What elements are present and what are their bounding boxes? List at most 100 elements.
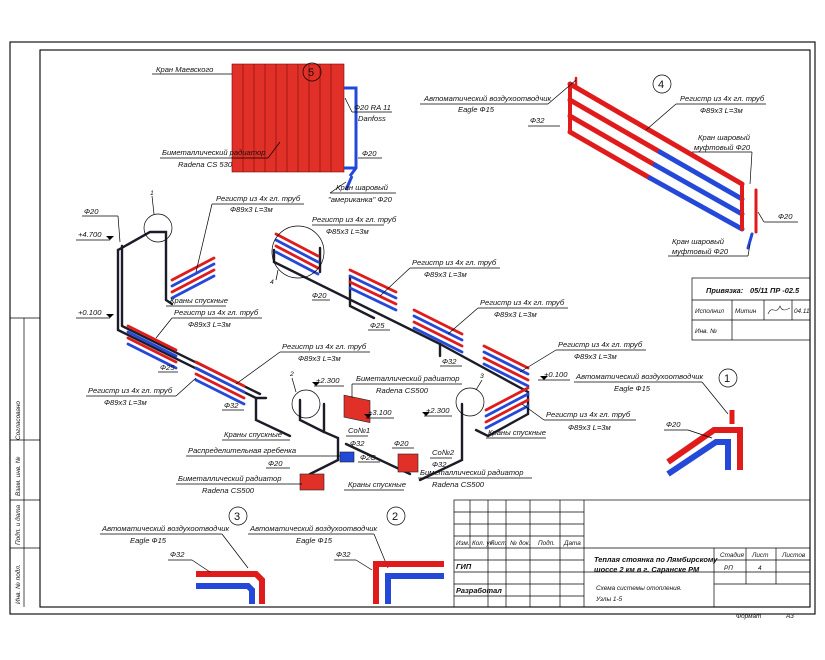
label-krany-c: Краны спускные xyxy=(488,428,546,437)
node-5-radiator: 5 Кран Маевского Ф20 RA 11 Danfoss Ф20 Б… xyxy=(152,62,396,204)
stamp-soglasovano: Согласовано xyxy=(15,401,22,440)
label-registr-e: Регистр из 4х гл. труб xyxy=(558,340,643,349)
label-f25-b: Ф25 xyxy=(160,363,175,372)
tb-project-line1: Теплая стоянка по Лямбирскому xyxy=(594,555,718,564)
label-f20-ra: Ф20 RA 11 xyxy=(354,103,391,112)
label-f25-a: Ф25 xyxy=(370,321,385,330)
tb-col-data: Дата xyxy=(563,540,581,547)
tb-listov-header: Листов xyxy=(781,552,806,559)
callout-1-number: 1 xyxy=(150,190,154,197)
label-radena-b: Radena CS500 xyxy=(202,486,255,495)
callout-circle-3 xyxy=(455,387,485,417)
elev-2300-b: +2.300 xyxy=(426,406,450,415)
binding-inv: Инв. № xyxy=(695,328,717,335)
label-f20-4: Ф20 xyxy=(778,212,793,221)
label-f32-node3: Ф32 xyxy=(170,550,185,559)
label-f32-node2: Ф32 xyxy=(336,550,351,559)
radiator-5 xyxy=(231,63,358,191)
callout-circle-4 xyxy=(271,225,325,279)
label-f89-i: Ф89х3 L=3м xyxy=(568,423,611,432)
tb-gip: ГИП xyxy=(456,562,472,571)
callout-2-number: 2 xyxy=(289,371,294,378)
label-f89-f: Ф89х3 L=3м xyxy=(188,320,231,329)
tb-col-ndok: № док. xyxy=(510,539,531,547)
stamp-podp-data: Подп. и дата xyxy=(14,505,22,545)
side-stamps: Согласовано Взам. инв. № Подп. и дата Ин… xyxy=(14,401,22,604)
tb-razrabotal: Разработал xyxy=(456,586,502,595)
label-kran-sharovoy-5: Кран шаровый xyxy=(336,183,389,192)
tb-project-line2: шоссе 2 км в г. Саранске РМ xyxy=(594,565,700,574)
label-f89-h: Ф89х3 L=3м xyxy=(104,398,147,407)
label-eagle-2: Eagle Ф15 xyxy=(296,536,333,545)
label-f89-g: Ф89х3 L=3м xyxy=(298,354,341,363)
label-registr-4: Регистр из 4х гл. труб xyxy=(680,94,765,103)
binding-role: Исполнил xyxy=(695,308,724,315)
node-1-number: 1 xyxy=(724,373,730,385)
label-eagle-1: Eagle Ф15 xyxy=(614,384,651,393)
label-amerikanka: "американка" Ф20 xyxy=(328,195,393,204)
label-f32-co2: Ф32 xyxy=(432,460,447,469)
registers xyxy=(126,232,530,430)
node-3-marker xyxy=(228,506,248,526)
label-f89-c: Ф89х3 L=3м xyxy=(424,270,467,279)
label-f20-node1: Ф20 xyxy=(666,420,681,429)
node-2-number: 2 xyxy=(392,511,398,523)
label-muftovy-4b: муфтовый Ф20 xyxy=(672,247,729,256)
binding-value: 05/11 ПР -02.5 xyxy=(750,286,800,295)
label-raspred: Распределительная гребенка xyxy=(188,446,296,455)
label-registr-c: Регистр из 4х гл. труб xyxy=(412,258,497,267)
node-1-marker xyxy=(718,368,738,388)
main-system: 4 1 2 3 Ф20 +4.700 +0.100 Регистр из 4х … xyxy=(76,190,646,495)
label-registr-a: Регистр из 4х гл. труб xyxy=(216,194,301,203)
binding-date: 04.11 xyxy=(794,308,810,315)
label-f20-d: Ф20 xyxy=(268,459,283,468)
label-bimetal-a: Биметаллический радиатор xyxy=(356,374,459,383)
label-f20-b: Ф20 xyxy=(312,291,327,300)
label-f85-b: Ф85х3 L=3м xyxy=(326,227,369,236)
small-radiators xyxy=(299,394,419,491)
label-co1: Со№1 xyxy=(348,426,370,435)
tb-sheet-title-line1: Схема системы отопления. xyxy=(596,585,682,592)
label-auto-vozduh-3: Автоматический воздухоотводчик xyxy=(101,524,230,533)
callout-circle-1 xyxy=(143,213,173,243)
label-krany-b: Краны спускные xyxy=(224,430,282,439)
label-f89-4: Ф89х3 L=3м xyxy=(700,106,743,115)
label-f20-node5: Ф20 xyxy=(362,149,377,158)
node-4-number: 4 xyxy=(658,79,664,91)
label-krany-d: Краны спускные xyxy=(348,480,406,489)
tb-stadia-header: Стадия xyxy=(720,551,745,559)
label-danfoss: Danfoss xyxy=(358,114,386,123)
node-1-detail: 1 Автоматический воздухоотводчик Eagle Ф… xyxy=(574,368,743,477)
label-auto-vozduh-4: Автоматический воздухоотводчик xyxy=(423,94,552,103)
label-radena-a: Radena CS500 xyxy=(376,386,429,395)
label-f32-co1: Ф32 xyxy=(350,439,365,448)
node-3-detail: 3 Автоматический воздухоотводчик Eagle Ф… xyxy=(100,506,265,604)
label-registr-h: Регистр из 4х гл. труб xyxy=(88,386,173,395)
label-radena-cs530: Radena CS 530 xyxy=(178,160,233,169)
tb-format-label: Формат xyxy=(736,613,762,620)
callout-4-number: 4 xyxy=(270,279,274,286)
tb-col-izm: Изм. xyxy=(456,540,470,547)
label-f2c: Ф2С xyxy=(360,453,376,462)
node-2-marker xyxy=(386,506,406,526)
label-f89-e: Ф89х3 L=3м xyxy=(574,352,617,361)
node-4-marker xyxy=(652,74,672,94)
tb-sheet-title-line2: Узлы 1-5 xyxy=(595,596,623,603)
label-registr-b: Регистр из 4х гл. труб xyxy=(312,215,397,224)
callout-3-number: 3 xyxy=(480,373,484,380)
tb-format: А3 xyxy=(785,613,794,620)
tb-col-list: Лист xyxy=(489,540,507,547)
label-f32-b: Ф32 xyxy=(442,357,457,366)
node-3-number: 3 xyxy=(234,511,240,523)
tb-stadia: РП xyxy=(724,565,733,572)
label-co2: Со№2 xyxy=(432,448,455,457)
node-5-marker xyxy=(302,62,322,82)
label-registr-i: Регистр из 4х гл. труб xyxy=(546,410,631,419)
binding-label: Привязка: xyxy=(706,286,744,295)
label-f89-d: Ф89х3 L=3м xyxy=(494,310,537,319)
binding-box: Привязка: 05/11 ПР -02.5 Исполнил Митин … xyxy=(691,277,811,341)
label-kran-4a: Кран шаровый xyxy=(698,133,751,142)
label-registr-f: Регистр из 4х гл. труб xyxy=(174,308,259,317)
node-5-number: 5 xyxy=(308,67,314,79)
